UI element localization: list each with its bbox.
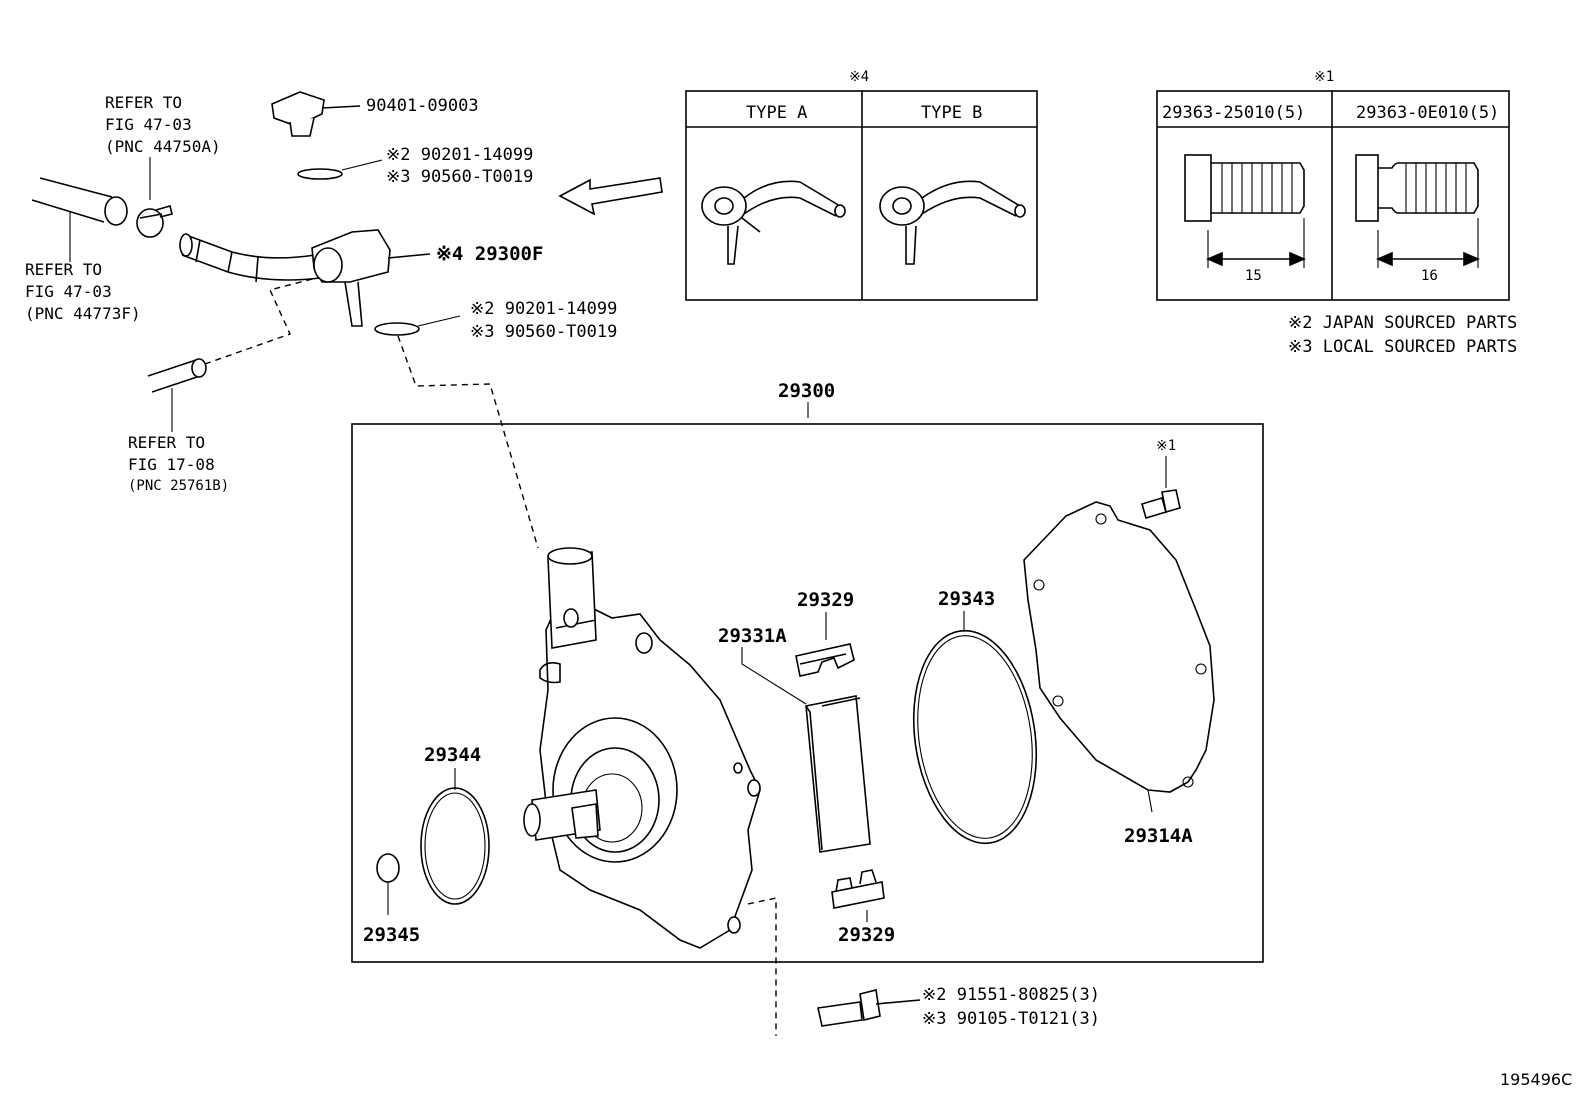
- ref-a-line2: FIG 47-03: [105, 115, 192, 134]
- legend-local: ※3 LOCAL SOURCED PARTS: [1288, 337, 1517, 357]
- hose-left: [31, 177, 128, 226]
- screw-col-2-header: 29363-0E010(5): [1356, 103, 1499, 123]
- label-29329-bottom: 29329: [838, 924, 895, 946]
- assembly-box-29300: [351, 423, 1264, 963]
- type-table: [685, 90, 1038, 301]
- label-29331A: 29331A: [718, 625, 787, 647]
- screw-dim-16: 16: [1421, 268, 1438, 284]
- label-gasket-mid-1: ※2 90201-14099: [470, 299, 617, 319]
- dash-hose-union: [204, 277, 317, 365]
- o-ring-29343: [912, 629, 1038, 845]
- o-ring-29345: [376, 853, 400, 883]
- gasket-mid: [374, 322, 420, 336]
- ref-a-line1: REFER TO: [105, 93, 182, 112]
- label-bolt-2: ※3 90105-T0121(3): [922, 1009, 1100, 1029]
- screw-29363-25010: [1184, 154, 1307, 268]
- label-29314A: 29314A: [1124, 825, 1193, 847]
- ref-a-line3: (PNC 44750A): [105, 137, 221, 156]
- vane-29331A-leader: [741, 647, 807, 705]
- type-b-union: [879, 180, 1026, 265]
- gasket-top: [297, 168, 343, 180]
- type-a-header: TYPE A: [746, 103, 807, 123]
- label-gasket-top-1: ※2 90201-14099: [386, 145, 533, 165]
- screw-29363: [1141, 489, 1181, 519]
- label-29344: 29344: [424, 744, 481, 766]
- label-90401-09003: 90401-09003: [366, 96, 479, 116]
- dash-union-pump: [397, 335, 539, 549]
- screw-table-note: ※1: [1314, 69, 1334, 85]
- figure-id: 195496C: [1500, 1070, 1572, 1089]
- screw-table: [1156, 90, 1510, 301]
- ref-1708-line3: (PNC 25761B): [128, 478, 229, 494]
- ref-1708-line1: REFER TO: [128, 433, 205, 452]
- vacuum-pump-body: [523, 547, 761, 949]
- o-ring-29343-inner: [917, 635, 1033, 839]
- label-29345: 29345: [363, 924, 420, 946]
- vane-cap-29329-bottom: [831, 869, 885, 909]
- type-table-note: ※4: [849, 69, 869, 85]
- screw-col-1-header: 29363-25010(5): [1162, 103, 1305, 123]
- ref-1708-line2: FIG 17-08: [128, 455, 215, 474]
- type-b-header: TYPE B: [921, 103, 982, 123]
- o-ring-29344-inner: [424, 792, 486, 900]
- direction-arrow: [558, 177, 663, 216]
- cap-90401-09003: [271, 91, 361, 137]
- screw-dim-15: 15: [1245, 268, 1262, 284]
- ref-f-line3: (PNC 44773F): [25, 304, 141, 323]
- label-bolt-1: ※2 91551-80825(3): [922, 985, 1100, 1005]
- gasket-mid-leader: [417, 315, 461, 327]
- o-ring-29344: [420, 787, 490, 905]
- union-pipe-29300F: [179, 229, 431, 327]
- screw-29363-0E010: [1355, 154, 1481, 268]
- vane-29331A: [805, 695, 871, 853]
- ref-f-line1: REFER TO: [25, 260, 102, 279]
- ref-f-line2: FIG 47-03: [25, 282, 112, 301]
- label-29300F: ※4 29300F: [436, 243, 543, 265]
- label-gasket-top-2: ※3 90560-T0019: [386, 167, 533, 187]
- type-a-union: [701, 180, 846, 265]
- label-29343: 29343: [938, 588, 995, 610]
- vane-cap-29329-top: [795, 643, 855, 677]
- gasket-top-leader: [341, 159, 383, 171]
- bolt-91551: [817, 989, 921, 1027]
- screw-note-1: ※1: [1156, 438, 1176, 454]
- cover-gasket-29314A: [1023, 501, 1215, 793]
- label-29329-top: 29329: [797, 589, 854, 611]
- cover-gasket-leader: [1147, 789, 1153, 813]
- label-29300: 29300: [778, 380, 835, 402]
- hose-bottom: [147, 358, 207, 432]
- legend-japan: ※2 JAPAN SOURCED PARTS: [1288, 313, 1517, 333]
- dash-pump-bolt: [747, 897, 777, 1036]
- label-gasket-mid-2: ※3 90560-T0019: [470, 322, 617, 342]
- hose-clamp: [136, 205, 173, 238]
